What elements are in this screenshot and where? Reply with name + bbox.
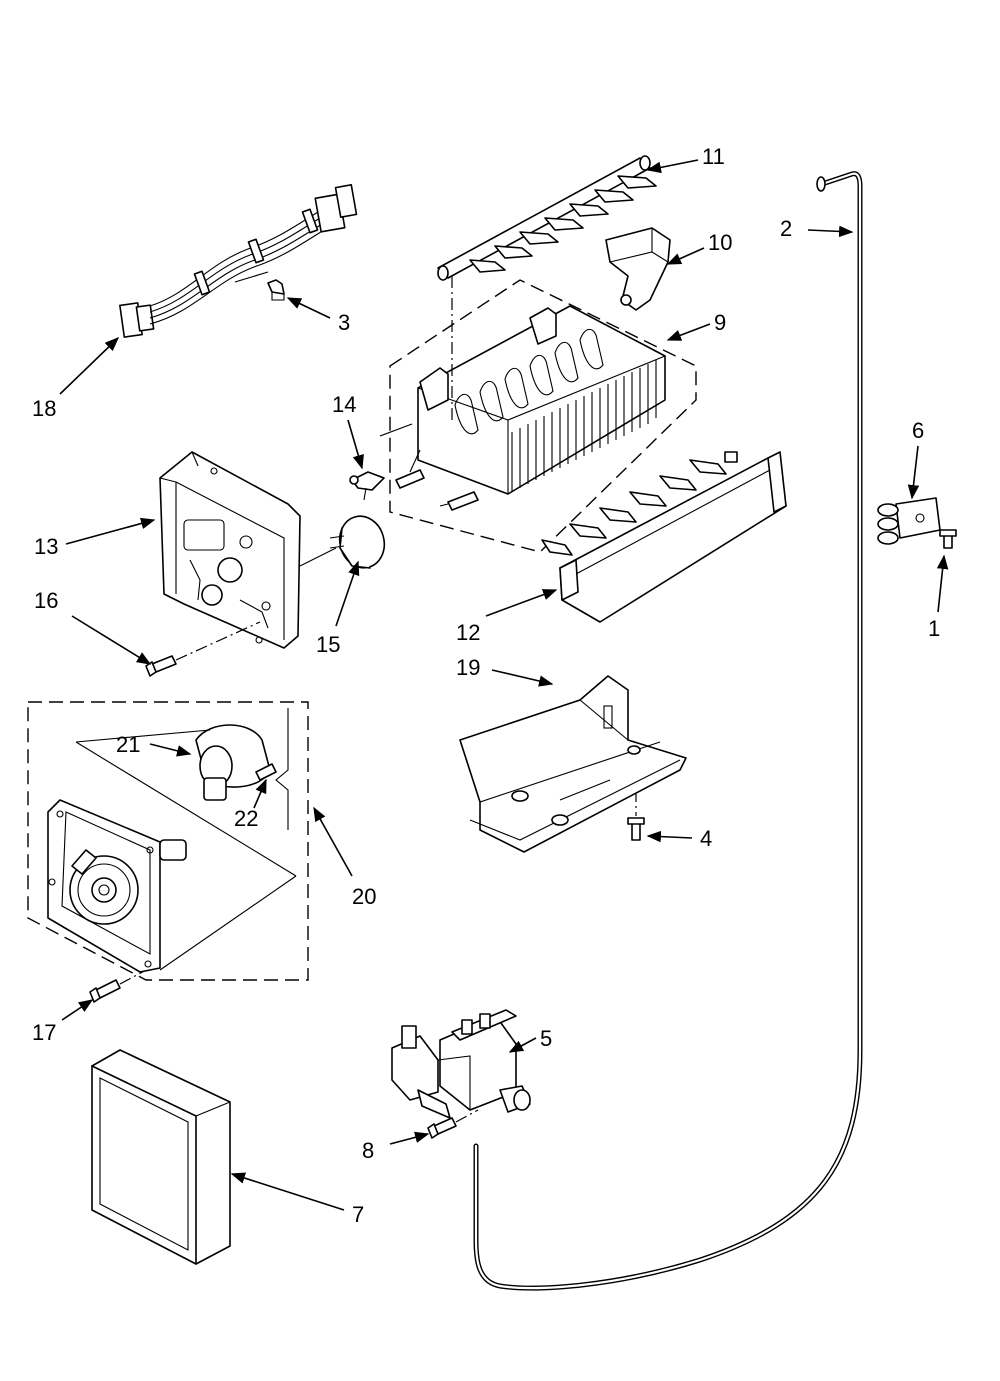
callout-7: 7	[352, 1202, 364, 1227]
wire-harness-part	[119, 184, 358, 338]
thermostat-clip-part	[349, 471, 385, 501]
screw-1-part	[939, 529, 957, 549]
motor-assembly-part	[27, 701, 309, 981]
callout-12: 12	[456, 620, 480, 645]
callout-13: 13	[34, 534, 58, 559]
ice-tray-part	[459, 675, 687, 853]
control-housing-part	[159, 451, 301, 649]
callout-1: 1	[928, 616, 940, 641]
water-valve-part	[391, 1009, 531, 1119]
callout-labels: 11 10 9 2 3 18 14 13 15 16 12 19 6 1 4 2…	[32, 144, 940, 1227]
callout-5: 5	[540, 1026, 552, 1051]
callout-22: 22	[234, 806, 258, 831]
callout-9: 9	[714, 310, 726, 335]
fill-tube-part	[473, 171, 863, 1291]
callout-16: 16	[34, 588, 58, 613]
screw-8-part	[427, 1109, 479, 1139]
callout-15: 15	[316, 632, 340, 657]
callout-17: 17	[32, 1020, 56, 1045]
ice-stripper-part	[541, 451, 787, 623]
mold-cover-part	[605, 227, 671, 311]
callout-3: 3	[338, 310, 350, 335]
callout-18: 18	[32, 396, 56, 421]
leader-lines	[59, 159, 949, 1211]
screw-17-part	[89, 967, 151, 1003]
wire-clip-part	[267, 279, 285, 301]
callout-14: 14	[332, 392, 356, 417]
callout-2: 2	[780, 216, 792, 241]
callout-21: 21	[116, 732, 140, 757]
screw-16-part	[145, 621, 261, 677]
callout-20: 20	[352, 884, 376, 909]
thermostat-part	[299, 515, 386, 569]
callout-19: 19	[456, 655, 480, 680]
callout-6: 6	[912, 418, 924, 443]
ejector-rake-part	[437, 155, 657, 281]
screw-4-part	[627, 790, 645, 841]
callout-11: 11	[702, 144, 725, 169]
tube-clamp-part	[877, 497, 941, 545]
front-cover-part	[91, 1049, 231, 1265]
ice-mold-part	[379, 276, 697, 553]
callout-8: 8	[362, 1138, 374, 1163]
callout-10: 10	[708, 230, 732, 255]
callout-4: 4	[700, 826, 712, 851]
